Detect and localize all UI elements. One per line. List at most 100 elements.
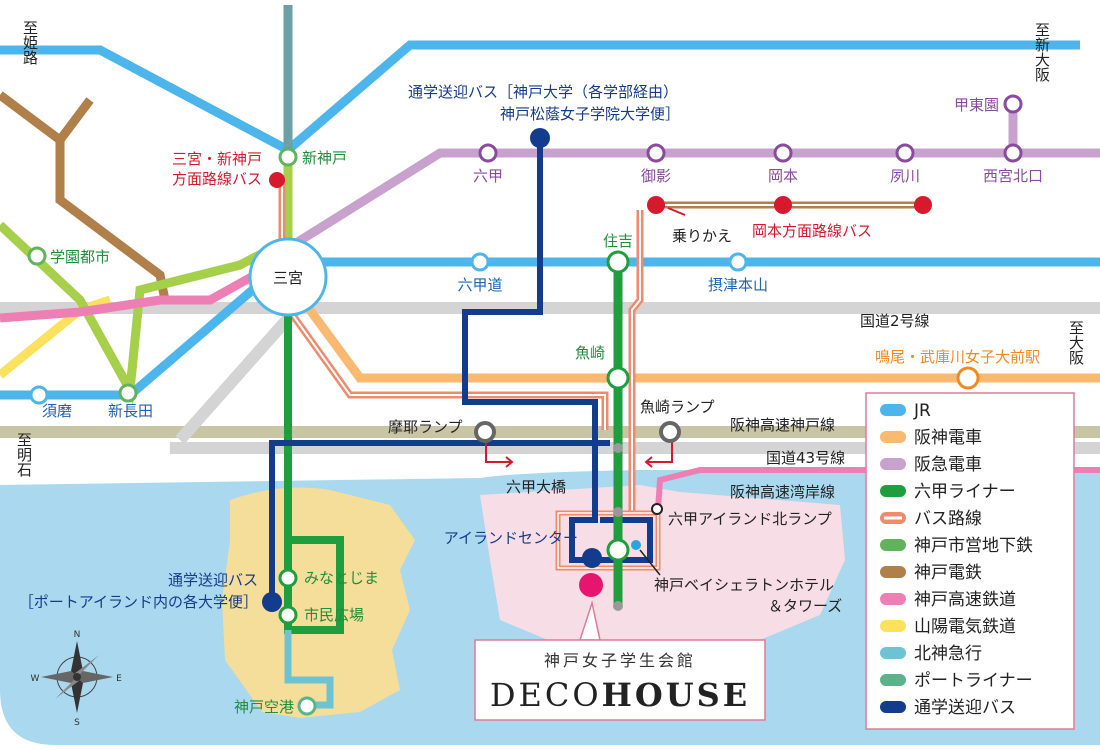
station-label-island-center: アイランドセンター bbox=[444, 529, 578, 547]
station-marker bbox=[606, 366, 630, 390]
legend-swatch bbox=[880, 485, 906, 497]
legend-label: 山陽電気鉄道 bbox=[914, 617, 1016, 637]
legend-label: JR bbox=[913, 401, 931, 421]
maya-ramp-label: 摩耶ランプ bbox=[388, 418, 463, 436]
school-bus-pi-route bbox=[269, 440, 610, 600]
legend-label: 神戸電鉄 bbox=[914, 563, 982, 583]
compass-rose: N S E W bbox=[31, 630, 123, 728]
station-label-minatojima: みなとじま bbox=[304, 569, 379, 587]
legend-item: 神戸高速鉄道 bbox=[880, 590, 1016, 610]
station-marker bbox=[27, 246, 47, 266]
hanshin-line bbox=[284, 277, 1100, 383]
school-bus-stop bbox=[582, 548, 602, 568]
legend: JR 阪神電車阪急電車六甲ライナーバス路線神戸市営地下鉄神戸電鉄神戸高速鉄道山陽電… bbox=[865, 392, 1075, 730]
school-bus-univ-route bbox=[462, 140, 653, 563]
ramp-marker bbox=[651, 503, 663, 515]
station-marker bbox=[631, 540, 641, 550]
station-label-rokkomichi: 六甲道 bbox=[457, 276, 502, 294]
station-marker bbox=[956, 366, 980, 390]
station-label-shin-nagata: 新長田 bbox=[108, 402, 153, 420]
school-bus-pi-label-1: 通学送迎バス bbox=[168, 571, 258, 589]
airport-line bbox=[284, 630, 334, 709]
sheraton-label-2: ＆タワーズ bbox=[768, 597, 842, 615]
kobe-rapid-line bbox=[0, 271, 258, 323]
bus-stop-marker bbox=[774, 196, 792, 214]
deco-house-name: DECOHOUSE bbox=[490, 676, 750, 714]
legend-label: 神戸市営地下鉄 bbox=[914, 536, 1033, 556]
station-label-shimin-hiroba: 市民広場 bbox=[304, 606, 364, 624]
compass-e: E bbox=[116, 674, 122, 684]
ramp-arrows bbox=[485, 207, 686, 468]
compass-w: W bbox=[31, 674, 40, 684]
station-marker bbox=[728, 252, 748, 272]
dest-akashi-label: 至明石 bbox=[15, 432, 33, 477]
ramp-marker bbox=[659, 421, 681, 443]
legend-label: ポートライナー bbox=[914, 671, 1033, 691]
bus-stop-marker bbox=[914, 196, 932, 214]
legend-swatch bbox=[880, 593, 906, 605]
station-markers bbox=[27, 94, 1023, 716]
legend-item: 神戸電鉄 bbox=[880, 563, 982, 583]
legend-item: バス路線 bbox=[880, 509, 982, 529]
station-label-mikage: 御影 bbox=[641, 167, 671, 185]
legend-swatch bbox=[880, 674, 906, 686]
school-bus-univ-label-2: 神戸松蔭女子学院大学便］ bbox=[500, 105, 680, 123]
station-label-suma: 須磨 bbox=[42, 402, 72, 420]
deco-house-subtitle: 神戸女子学生会館 bbox=[544, 651, 696, 670]
legend-label: 通学送迎バス bbox=[914, 698, 1016, 718]
school-bus-stop bbox=[530, 128, 550, 148]
rokko-ohashi-label: 六甲大橋 bbox=[506, 478, 566, 496]
legend-swatch bbox=[880, 647, 906, 659]
legend-swatch bbox=[880, 566, 906, 578]
legend-items: JR 阪神電車阪急電車六甲ライナーバス路線神戸市営地下鉄神戸電鉄神戸高速鉄道山陽電… bbox=[880, 401, 1033, 718]
legend-swatch bbox=[880, 701, 906, 713]
station-marker bbox=[613, 443, 623, 453]
legend-item: 神戸市営地下鉄 bbox=[880, 536, 1033, 556]
sannomiya-bus-label-1: 三宮・新神戸 bbox=[172, 150, 262, 168]
station-label-kobe-airport: 神戸空港 bbox=[234, 698, 294, 716]
sheraton-label-1: 神戸ベイシェラトンホテル bbox=[654, 576, 834, 594]
station-label-naruo: 鳴尾・武庫川女子大前駅 bbox=[875, 348, 1040, 366]
station-marker bbox=[895, 143, 915, 163]
station-marker bbox=[118, 383, 138, 403]
dest-shin-osaka-label: 至新大阪 bbox=[1033, 22, 1051, 82]
legend-item: 六甲ライナー bbox=[880, 482, 1016, 502]
station-marker bbox=[1003, 94, 1023, 114]
deco-house-name-bold: HOUSE bbox=[602, 676, 751, 714]
school-bus-univ-label-1: 通学送迎バス［神戸大学（各学部経由） bbox=[408, 83, 678, 101]
station-marker bbox=[773, 143, 793, 163]
station-marker bbox=[278, 605, 298, 625]
legend-swatch bbox=[880, 620, 906, 632]
legend-swatch bbox=[880, 539, 906, 551]
legend-label: バス路線 bbox=[914, 509, 982, 529]
compass-n: N bbox=[74, 630, 81, 640]
port-liner bbox=[284, 300, 344, 634]
rokko-island-north-ramp-label: 六甲アイランド北ランプ bbox=[668, 510, 832, 528]
uozaki-ramp-label: 魚崎ランプ bbox=[640, 398, 715, 416]
deco-house-marker bbox=[579, 573, 603, 597]
station-label-shin-kobe: 新神戸 bbox=[302, 149, 347, 167]
legend-box bbox=[865, 392, 1075, 730]
bus-stop-marker bbox=[647, 196, 665, 214]
kobe-dentetsu-line bbox=[0, 91, 170, 301]
route2-label: 国道2号線 bbox=[860, 312, 930, 330]
legend-swatch-inner bbox=[884, 516, 902, 520]
legend-item: 山陽電気鉄道 bbox=[880, 617, 1016, 637]
station-marker bbox=[606, 250, 630, 274]
station-marker bbox=[297, 696, 317, 716]
legend-label: 阪急電車 bbox=[914, 455, 982, 475]
hanshin-kobe-line-label: 阪神高速神戸線 bbox=[730, 416, 835, 434]
sheraton-pointer bbox=[639, 549, 661, 576]
station-marker bbox=[278, 147, 298, 167]
legend-item: 阪神電車 bbox=[880, 428, 982, 448]
ramp-marker bbox=[474, 421, 496, 443]
hankyu-line bbox=[282, 148, 1100, 254]
station-label-shukugawa: 夙川 bbox=[890, 167, 920, 185]
station-marker bbox=[478, 143, 498, 163]
bus-stop-marker bbox=[269, 172, 285, 188]
dest-osaka-label: 至大阪 bbox=[1067, 320, 1085, 365]
deco-house-name-light: DECO bbox=[490, 676, 602, 714]
compass-s: S bbox=[74, 718, 80, 728]
legend-item: 北神急行 bbox=[880, 644, 982, 664]
